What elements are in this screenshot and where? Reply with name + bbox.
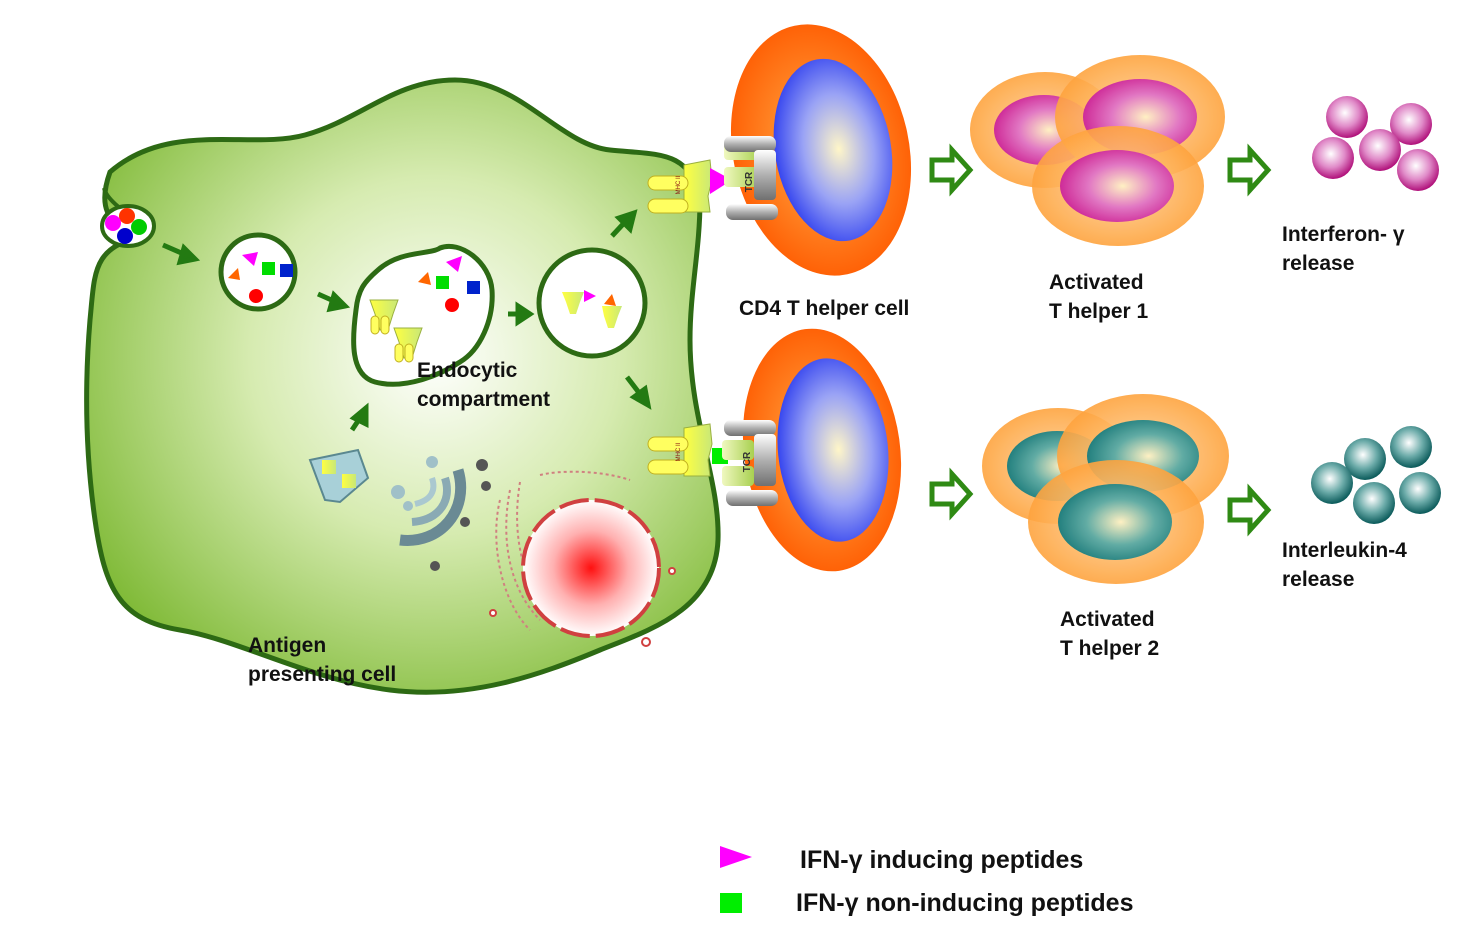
legend-inducing-text: IFN-γ inducing peptides [800, 846, 1084, 874]
mhc-ii-molecule [369, 299, 399, 335]
th1-label-line1: Activated [1049, 271, 1144, 294]
th2-label-line2: T helper 2 [1060, 637, 1160, 660]
tcr-label: TCR [742, 451, 753, 472]
mhc-ii-bottom: MHC II [647, 423, 728, 477]
interleukin-label-line2: release [1282, 568, 1355, 591]
legend-noninducing-symbol [720, 893, 742, 913]
apc-label-line1: Antigen [248, 634, 327, 657]
th1-label-line2: T helper 1 [1049, 300, 1149, 323]
golgi-apparatus [391, 456, 491, 571]
apc-label-line2: presenting cell [248, 663, 397, 686]
interleukin-label: Interleukin-4 release [1282, 536, 1407, 594]
mhc-ii-molecule [393, 327, 423, 363]
apc-label: Antigen presenting cell [248, 631, 396, 689]
th2-label: Activated T helper 2 [1060, 605, 1159, 663]
nucleus [521, 498, 661, 638]
inducing-peptide-bound [710, 168, 732, 194]
activation-arrows [929, 143, 1272, 537]
th2-label-line1: Activated [1060, 608, 1155, 631]
mhc-label: MHC II [676, 442, 682, 461]
legend-noninducing-text: IFN-γ non-inducing peptides [796, 889, 1134, 917]
th1-label: Activated T helper 1 [1049, 268, 1148, 326]
legend-inducing-symbol [720, 846, 752, 868]
activated-th1-cluster [970, 55, 1225, 246]
interferon-gamma-molecules [1312, 96, 1439, 191]
cd4-t-helper-label: CD4 T helper cell [739, 297, 910, 320]
peptide-loading-vesicle [536, 247, 648, 359]
tcr-label: TCR [744, 171, 755, 192]
endocytic-label-line1: Endocytic [417, 359, 518, 382]
mhc-label: MHC II [676, 175, 682, 194]
mhc-ii-top: MHC II [647, 159, 732, 214]
endocytic-label-line2: compartment [417, 388, 551, 411]
cd4-t-cell-top: TCR [724, 24, 912, 276]
activated-th2-cluster [982, 394, 1229, 584]
interleukin-4-molecules [1311, 426, 1441, 524]
pathway-arrows [162, 209, 652, 432]
interferon-label-line1: Interferon- γ [1282, 223, 1405, 246]
endocytic-compartment [351, 243, 495, 387]
endocytic-label: Endocytic compartment [417, 356, 550, 414]
cd4-t-cell-bottom: TCR [722, 328, 902, 572]
interferon-label-line2: release [1282, 252, 1355, 275]
interferon-label: Interferon- γ release [1282, 220, 1405, 278]
interleukin-label-line1: Interleukin-4 [1282, 539, 1407, 562]
early-endosome [218, 232, 298, 312]
